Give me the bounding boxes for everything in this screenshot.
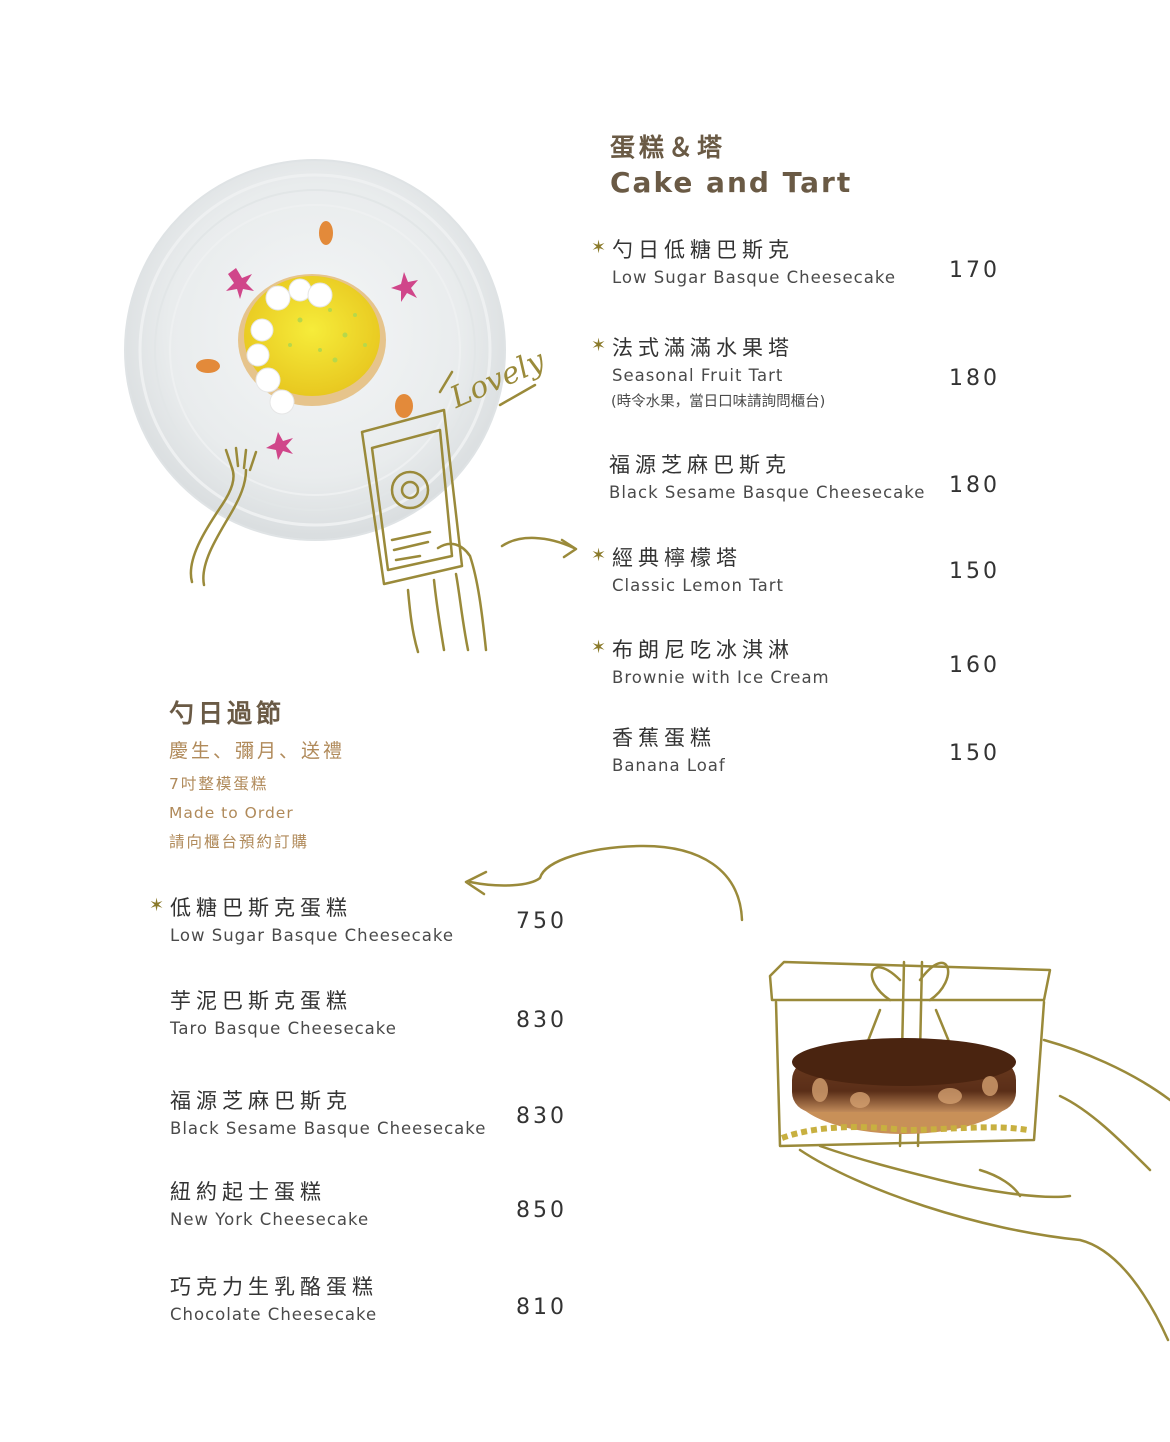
item-name-en: Chocolate Cheesecake <box>170 1305 378 1324</box>
star-icon: ✶ <box>149 895 165 916</box>
item-name-en: Black Sesame Basque Cheesecake <box>609 483 926 502</box>
item-price: 160 <box>949 653 1000 678</box>
star-icon: ✶ <box>591 637 607 658</box>
whole-section-made-to-order: Made to Order <box>169 804 294 822</box>
star-icon: ✶ <box>591 545 607 566</box>
cake-section-title-en: Cake and Tart <box>610 166 853 199</box>
item-price: 810 <box>516 1295 567 1320</box>
menu-item: ✶ 勺日低糖巴斯克 Low Sugar Basque Cheesecake <box>591 235 896 291</box>
item-name-en: Classic Lemon Tart <box>612 576 784 595</box>
item-name-cn: 香蕉蛋糕 <box>612 726 716 750</box>
item-price: 170 <box>949 258 1000 283</box>
item-name-cn: 紐約起士蛋糕 <box>170 1180 326 1204</box>
whole-section-reserve-note: 請向櫃台預約訂購 <box>169 833 310 851</box>
item-price: 830 <box>516 1008 567 1033</box>
item-name-en: Brownie with Ice Cream <box>612 668 830 687</box>
item-name-cn: 福源芝麻巴斯克 <box>170 1089 352 1113</box>
item-name-en: Banana Loaf <box>612 756 726 775</box>
item-note: (時令水果，當日口味請詢問櫃台) <box>611 394 826 410</box>
menu-item: 紐約起士蛋糕 New York Cheesecake <box>170 1177 369 1233</box>
whole-section-subtitle: 慶生、彌月、送禮 <box>169 740 346 762</box>
item-name-cn: 巧克力生乳酪蛋糕 <box>170 1275 378 1299</box>
menu-item: 芋泥巴斯克蛋糕 Taro Basque Cheesecake <box>170 986 397 1042</box>
item-name-en: Low Sugar Basque Cheesecake <box>612 268 896 287</box>
item-name-cn: 布朗尼吃冰淇淋 <box>612 638 794 662</box>
menu-item: ✶ 法式滿滿水果塔 Seasonal Fruit Tart (時令水果，當日口味… <box>591 333 826 415</box>
item-name-cn: 經典檸檬塔 <box>612 546 742 570</box>
menu-item: 巧克力生乳酪蛋糕 Chocolate Cheesecake <box>170 1272 378 1328</box>
item-price: 750 <box>516 909 567 934</box>
menu-item: 福源芝麻巴斯克 Black Sesame Basque Cheesecake <box>609 450 925 506</box>
whole-section-title: 勺日過節 <box>169 699 286 728</box>
menu-item: 香蕉蛋糕 Banana Loaf <box>612 723 726 779</box>
item-name-cn: 芋泥巴斯克蛋糕 <box>170 989 352 1013</box>
menu-item: ✶ 布朗尼吃冰淇淋 Brownie with Ice Cream <box>591 635 830 691</box>
item-price: 150 <box>949 741 1000 766</box>
item-price: 850 <box>516 1198 567 1223</box>
item-price: 830 <box>516 1104 567 1129</box>
item-name-en: New York Cheesecake <box>170 1210 370 1229</box>
item-price: 180 <box>949 473 1000 498</box>
cake-section-title-cn: 蛋糕＆塔 <box>610 133 727 162</box>
item-price: 180 <box>949 366 1000 391</box>
menu-item: ✶ 經典檸檬塔 Classic Lemon Tart <box>591 543 784 599</box>
item-name-cn: 福源芝麻巴斯克 <box>609 453 791 477</box>
item-name-en: Black Sesame Basque Cheesecake <box>170 1119 487 1138</box>
item-name-en: Taro Basque Cheesecake <box>170 1019 397 1038</box>
item-name-en: Seasonal Fruit Tart <box>612 366 784 385</box>
whole-section-size: 7吋整模蛋糕 <box>169 775 269 793</box>
item-name-en: Low Sugar Basque Cheesecake <box>170 926 454 945</box>
star-icon: ✶ <box>591 335 607 356</box>
item-price: 150 <box>949 559 1000 584</box>
menu-item: 福源芝麻巴斯克 Black Sesame Basque Cheesecake <box>170 1086 486 1142</box>
menu-item: ✶ 低糖巴斯克蛋糕 Low Sugar Basque Cheesecake <box>149 893 454 949</box>
item-name-cn: 法式滿滿水果塔 <box>612 336 794 360</box>
item-name-cn: 勺日低糖巴斯克 <box>612 238 794 262</box>
star-icon: ✶ <box>591 237 607 258</box>
item-name-cn: 低糖巴斯克蛋糕 <box>170 896 352 920</box>
